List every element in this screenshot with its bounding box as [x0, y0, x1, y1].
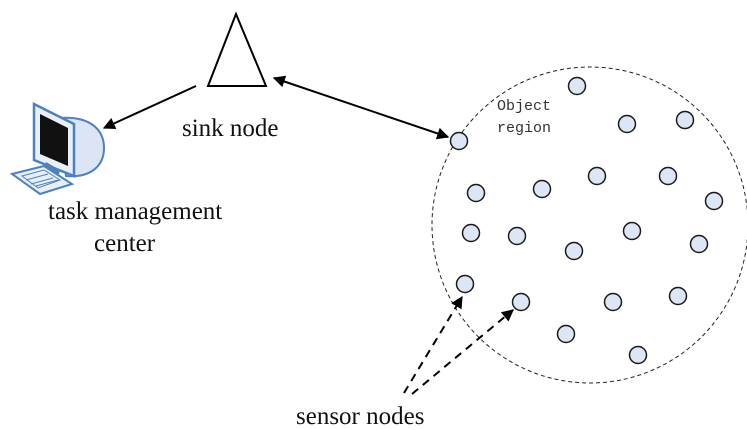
sensor-node — [622, 221, 642, 241]
sensor-nodes-label: sensor nodes — [296, 403, 425, 430]
sensor-node — [449, 131, 469, 151]
sensor-node — [704, 191, 724, 211]
sensor-node — [556, 324, 576, 344]
sensor-node — [455, 274, 475, 294]
sink-node-label: sink node — [182, 115, 279, 142]
task-center-label-line1: task management — [48, 198, 223, 225]
sensor-node-group — [449, 76, 724, 365]
sensor-node — [511, 292, 531, 312]
computer-icon — [9, 101, 106, 196]
object-region-label-line2: region — [497, 120, 552, 137]
sensor-pointer-arrow-2 — [411, 309, 514, 395]
sensor-node — [507, 226, 527, 246]
sensor-node — [658, 166, 678, 186]
sink-node-icon — [206, 11, 268, 87]
object-region-boundary — [431, 66, 747, 384]
sensor-node — [461, 223, 481, 243]
sensor-node — [675, 110, 695, 130]
sink-region-bidirectional-arrow — [272, 75, 450, 140]
sensor-node — [564, 241, 584, 261]
sensor-node — [617, 114, 637, 134]
sensor-node — [587, 166, 607, 186]
sensor-node — [466, 183, 486, 203]
object-region-label-line1: Object — [497, 98, 552, 115]
sensor-node — [532, 179, 552, 199]
sensor-node — [689, 234, 709, 254]
task-center-label-line2: center — [94, 230, 156, 257]
sensor-pointer-arrow-1 — [403, 295, 463, 394]
sensor-node — [567, 76, 587, 96]
sink-to-center-arrow — [102, 85, 197, 129]
sensor-node — [603, 292, 623, 312]
sensor-node — [668, 286, 688, 306]
sensor-node — [628, 345, 648, 365]
